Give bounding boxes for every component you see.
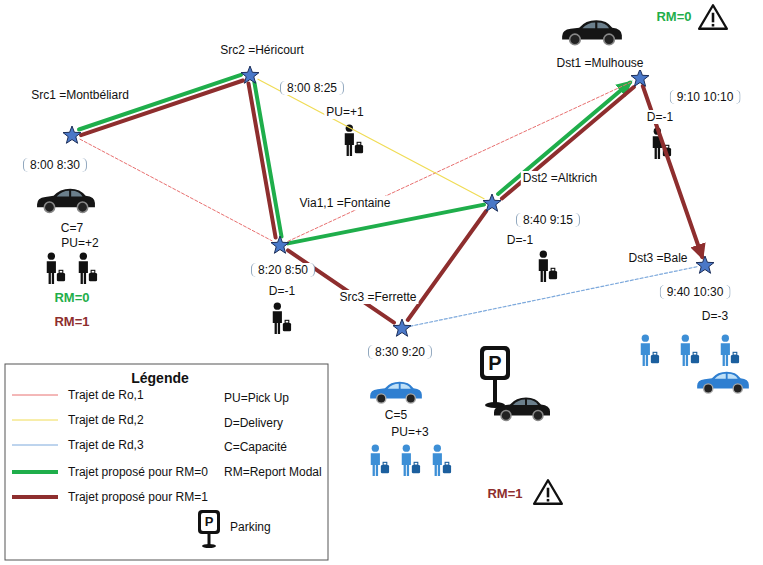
load-change: D=-1 — [645, 110, 675, 124]
time-window: 9:40 10:30 — [660, 285, 731, 299]
city-name: Src2 =Héricourt — [218, 43, 306, 57]
proposed-route — [502, 87, 634, 199]
city-name: Dst3 =Bale — [626, 251, 689, 265]
city-star: Via1,1 =Fontaine8:20 8:50D=-1 — [272, 237, 288, 253]
parking-letter: P — [203, 514, 216, 530]
legend-text: Parking — [228, 520, 273, 534]
request-route — [258, 79, 484, 199]
legend-text: Trajet de Rd,2 — [66, 413, 146, 427]
legend-text: C=Capacité — [222, 440, 289, 454]
capacity-label: C=5 — [383, 408, 409, 422]
parking-letter: P — [486, 352, 503, 375]
load-change: D=-1 — [267, 284, 297, 298]
time-window: 8:20 8:50 — [251, 263, 315, 277]
star-shape — [62, 125, 82, 145]
proposed-route — [643, 86, 702, 257]
legend-title: Légende — [129, 370, 191, 387]
legend-text: Trajet de Ro,1 — [66, 388, 146, 402]
legend-text: D=Delivery — [222, 416, 285, 430]
proposed-route — [288, 250, 394, 322]
modal-shift-label: RM=0 — [654, 9, 693, 25]
capacity-label: C=7 — [59, 221, 85, 235]
proposed-route — [254, 83, 281, 237]
load-change: PU=+2 — [59, 236, 100, 250]
legend-text: RM=Report Modal — [222, 465, 324, 479]
city-star: Src2 =Héricourt8:00 8:25PU=+1 — [242, 67, 258, 83]
modal-shift-label: RM=1 — [485, 486, 524, 502]
modal-shift-label: RM=0 — [52, 290, 91, 306]
request-route — [410, 267, 697, 327]
legend-text: Trajet de Rd,3 — [66, 438, 146, 452]
legend-text: Trajet proposé pour RM=0 — [66, 465, 210, 479]
city-name: Dst2 =Altkrich — [521, 171, 599, 185]
proposed-route — [79, 75, 241, 130]
city-name: Dst1 =Mulhouse — [554, 56, 645, 70]
city-star: Src1 =Montbéliard8:00 8:30PU=+2 — [64, 127, 80, 143]
city-star: Dst1 =Mulhouse9:10 10:10D=-1 — [632, 70, 648, 86]
load-change: PU=+3 — [389, 425, 430, 439]
city-star: Src3 =Ferrette8:30 9:20PU=+3 — [394, 320, 410, 336]
time-window: 8:30 9:20 — [368, 345, 432, 359]
city-name: Src1 =Montbéliard — [29, 88, 131, 102]
time-window: 8:00 8:30 — [23, 158, 87, 172]
modal-shift-label: RM=1 — [52, 314, 91, 330]
star-shape — [482, 193, 502, 213]
star-shape — [240, 65, 260, 85]
request-route — [80, 139, 272, 241]
time-window: 9:10 10:10 — [670, 90, 741, 104]
proposed-route — [408, 211, 486, 320]
city-name: Src3 =Ferrette — [337, 290, 418, 304]
proposed-route — [288, 205, 484, 244]
city-name: Via1,1 =Fontaine — [298, 196, 393, 210]
load-change: D=-3 — [700, 309, 730, 323]
proposed-route — [498, 83, 630, 195]
load-change: D=-1 — [505, 233, 535, 247]
load-change: PU=+1 — [324, 105, 365, 119]
request-route — [288, 82, 632, 242]
star-shape — [270, 235, 290, 255]
city-star: Dst3 =Bale9:40 10:30D=-3 — [697, 257, 713, 273]
star-shape — [695, 255, 715, 275]
time-window: 8:40 9:15 — [516, 213, 580, 227]
legend-text: PU=Pick Up — [222, 391, 291, 405]
city-star: Dst2 =Altkrich8:40 9:15D=-1 — [484, 195, 500, 211]
star-shape — [630, 68, 650, 88]
time-window: 8:00 8:25 — [280, 81, 344, 95]
star-shape — [392, 318, 412, 338]
proposed-route — [249, 84, 276, 238]
legend-text: Trajet proposé pour RM=1 — [66, 490, 210, 504]
